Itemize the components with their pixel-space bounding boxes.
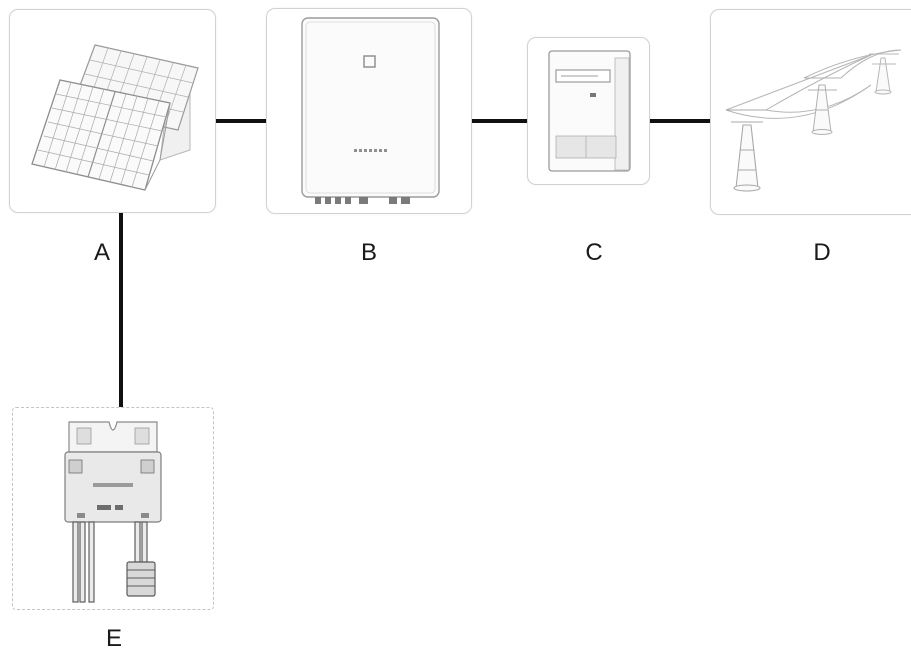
power-grid-pylons-icon: [725, 49, 902, 192]
node-c-box: [527, 37, 650, 185]
node-d-box: [710, 9, 911, 215]
node-c-label: C: [585, 239, 603, 266]
node-e-label: E: [105, 625, 122, 652]
solar-panel-array-icon: [31, 44, 199, 191]
electricity-meter-icon: [548, 50, 631, 172]
node-a-label: A: [93, 239, 110, 266]
node-b-label: B: [360, 239, 377, 266]
node-a-box: [9, 9, 216, 213]
node-d-label: D: [813, 239, 831, 266]
node-e-box: [12, 407, 214, 610]
node-b-box: [266, 8, 472, 214]
pv-module-optimizer-icon: [64, 421, 162, 603]
inverter-icon: [301, 17, 440, 204]
